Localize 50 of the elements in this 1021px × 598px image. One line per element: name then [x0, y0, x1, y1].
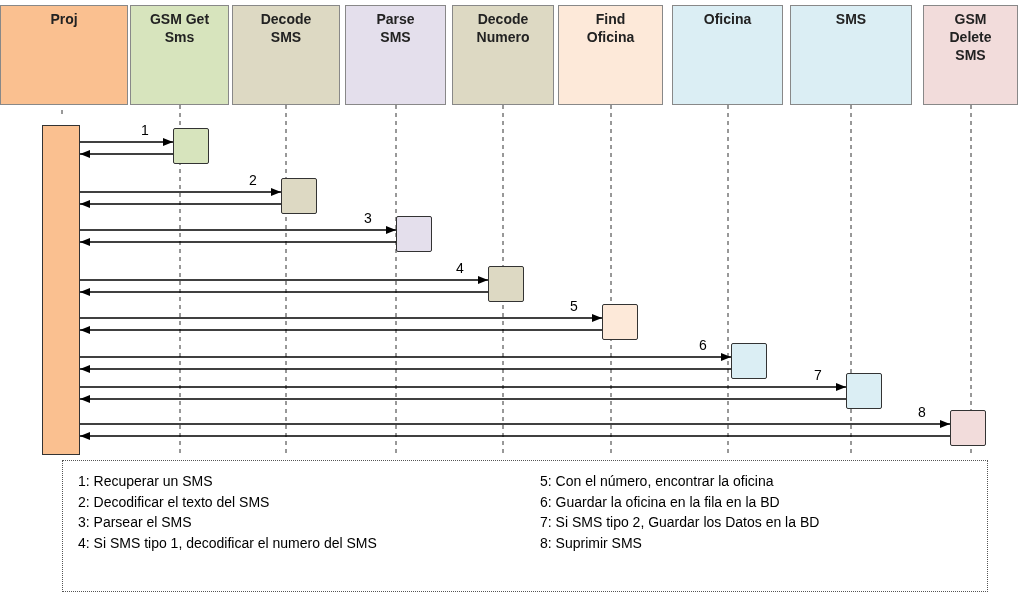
lifeline-header: Proj	[0, 5, 128, 105]
legend-note: 3: Parsear el SMS	[78, 514, 192, 530]
message-arrow	[79, 188, 282, 196]
message-arrow	[79, 226, 397, 234]
lifeline-header: Oficina	[672, 5, 783, 105]
legend-note: 2: Decodificar el texto del SMS	[78, 493, 270, 510]
activation-bar	[42, 125, 80, 455]
lifeline-header: Decode Numero	[452, 5, 554, 105]
legend-note: 4: Si SMS tipo 1, decodificar el numero del SMS	[78, 534, 377, 551]
message-arrow	[79, 365, 732, 373]
activation-box	[602, 304, 638, 340]
message-arrow	[79, 432, 951, 440]
message-number: 4	[456, 260, 464, 276]
message-arrow	[79, 420, 951, 428]
message-arrow	[79, 314, 603, 322]
lifeline-header: Decode SMS	[232, 5, 340, 105]
legend-note: 1: Recuperar un SMS	[78, 473, 213, 489]
legend-note: 7: Si SMS tipo 2, Guardar los Datos en la BD	[540, 514, 820, 530]
legend-note: 8: Suprimir SMS	[540, 534, 642, 551]
activation-box	[846, 373, 882, 409]
lifeline-header: Find Oficina	[558, 5, 663, 105]
lifeline-header: GSM Delete SMS	[923, 5, 1018, 105]
legend-note: 6: Guardar la oficina en la fila en la BD	[540, 493, 780, 510]
lifeline-header: GSM Get Sms	[130, 5, 229, 105]
message-number: 6	[699, 337, 707, 353]
lifeline-header: Parse SMS	[345, 5, 446, 105]
message-arrow	[79, 326, 603, 334]
message-number: 7	[814, 367, 822, 383]
legend-note: 5: Con el número, encontrar la oficina	[540, 473, 774, 489]
message-arrow	[79, 238, 397, 246]
activation-box	[731, 343, 767, 379]
message-arrow	[79, 150, 174, 158]
message-arrow	[79, 353, 732, 361]
message-number: 3	[364, 210, 372, 226]
message-arrow	[79, 383, 847, 391]
activation-box	[173, 128, 209, 164]
message-number: 8	[918, 404, 926, 420]
activation-box	[950, 410, 986, 446]
message-number: 5	[570, 298, 578, 314]
message-arrow	[79, 138, 174, 146]
message-arrow	[79, 395, 847, 403]
message-number: 2	[249, 172, 257, 188]
message-number: 1	[141, 122, 149, 138]
activation-box	[281, 178, 317, 214]
message-arrow	[79, 288, 489, 296]
lifeline-header: SMS	[790, 5, 912, 105]
activation-box	[488, 266, 524, 302]
message-arrow	[79, 200, 282, 208]
message-arrow	[79, 276, 489, 284]
activation-box	[396, 216, 432, 252]
